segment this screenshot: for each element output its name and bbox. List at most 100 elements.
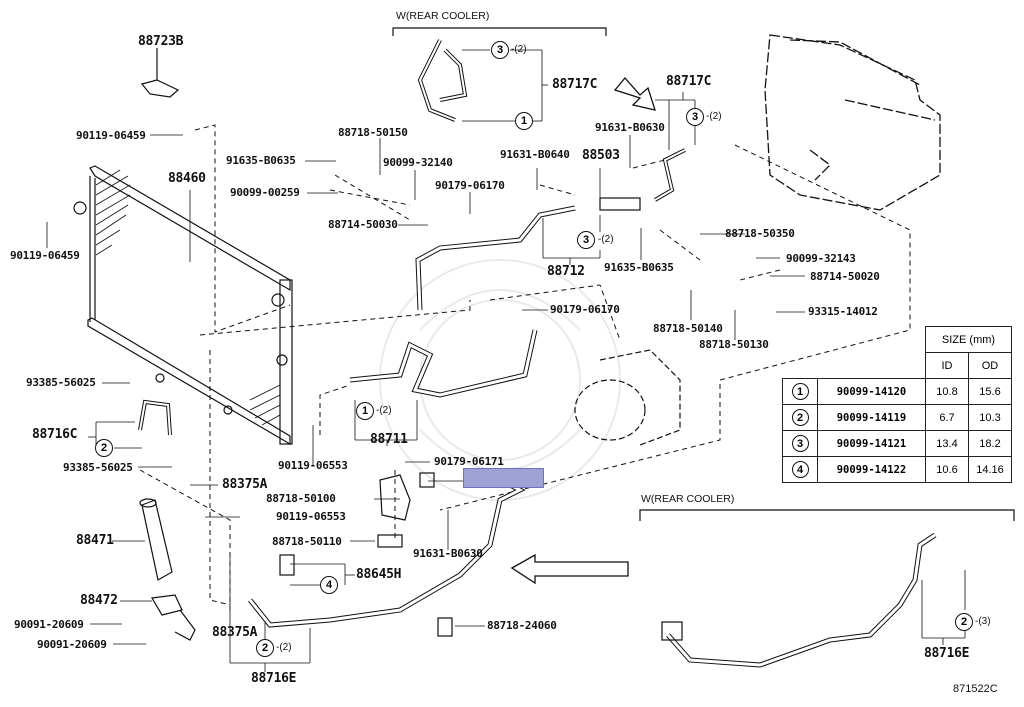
pipe-88711: [349, 329, 538, 398]
connector-highlighted: [419, 472, 435, 488]
callout-1-88711: 1: [356, 402, 374, 420]
bracket-88718-50100: [379, 474, 411, 521]
row-id: 10.8: [925, 378, 969, 405]
part-label-88503[interactable]: 88503: [582, 148, 620, 163]
part-label-88714-50030[interactable]: 88714-50030: [328, 218, 398, 231]
clamp-88718-24060: [437, 617, 453, 637]
part-label-88375A[interactable]: 88375A: [222, 477, 268, 492]
row-od: 10.3: [968, 404, 1012, 431]
direction-arrows: [510, 77, 656, 585]
row-part[interactable]: 90099-14122: [817, 456, 926, 483]
part-label-88718-50110[interactable]: 88718-50110: [272, 535, 342, 548]
part-label-91631-B0630-b[interactable]: 91631-B0630: [413, 547, 483, 560]
table-row: 4 90099-14122 10.6 14.16: [782, 456, 1012, 483]
part-label-90091-20609-b[interactable]: 90091-20609: [37, 638, 107, 651]
highlighted-part-marker[interactable]: [463, 468, 544, 488]
callout-2-88716E: 2: [256, 639, 274, 657]
part-label-88717C[interactable]: 88717C: [666, 74, 712, 89]
row-part[interactable]: 90099-14121: [817, 430, 926, 457]
part-label-93385-56025[interactable]: 93385-56025: [26, 376, 96, 389]
col-id-header: ID: [925, 352, 969, 379]
receiver-88471: [139, 498, 173, 581]
callout-2-88716E-rear: 2: [955, 613, 973, 631]
part-label-90179-06170-b[interactable]: 90179-06170: [550, 303, 620, 316]
part-label-88718-50100[interactable]: 88718-50100: [266, 492, 336, 505]
size-header: SIZE (mm): [925, 326, 1012, 353]
part-label-88716E[interactable]: 88716E: [251, 671, 297, 686]
callout-qty: -(2): [511, 44, 527, 55]
part-label-88375A-b[interactable]: 88375A: [212, 625, 258, 640]
part-label-90179-06171[interactable]: 90179-06171: [434, 455, 504, 468]
o-ring-size-table: SIZE (mm) ID OD 1 90099-14120 10.8 15.6 …: [782, 326, 1012, 483]
callout-3-88717C-rear: 3: [491, 41, 509, 59]
part-label-90099-00259[interactable]: 90099-00259: [230, 186, 300, 199]
callout-qty: -(2): [376, 405, 392, 416]
part-label-90099-32140[interactable]: 90099-32140: [383, 156, 453, 169]
part-label-88714-50020[interactable]: 88714-50020: [810, 270, 880, 283]
hose-88503: [599, 197, 641, 211]
callout-3-88712: 3: [577, 231, 595, 249]
part-label-91635-B0635[interactable]: 91635-B0635: [226, 154, 296, 167]
callout-qty: -(3): [975, 616, 991, 627]
bracket-rear-cooler-top: [392, 27, 607, 36]
part-label-88716C[interactable]: 88716C: [32, 427, 78, 442]
part-label-88718-50350[interactable]: 88718-50350: [725, 227, 795, 240]
callout-qty: -(2): [276, 642, 292, 653]
row-number: 1: [791, 383, 809, 400]
part-label-88471[interactable]: 88471: [76, 533, 114, 548]
row-od: 15.6: [968, 378, 1012, 405]
valve-rear: [661, 621, 683, 641]
part-label-91631-B0640[interactable]: 91631-B0640: [500, 148, 570, 161]
dashed-guides: [139, 124, 911, 610]
row-number: 4: [791, 461, 809, 478]
part-label-93385-56025-b[interactable]: 93385-56025: [63, 461, 133, 474]
pad-88723B: [140, 48, 180, 98]
callout-4-88645H: 4: [320, 576, 338, 594]
row-number: 3: [791, 435, 809, 452]
callout-qty: -(2): [598, 234, 614, 245]
row-part[interactable]: 90099-14120: [817, 378, 926, 405]
row-id: 13.4: [925, 430, 969, 457]
part-label-90119-06553-b[interactable]: 90119-06553: [276, 510, 346, 523]
part-label-90179-06170[interactable]: 90179-06170: [435, 179, 505, 192]
part-label-88718-50130[interactable]: 88718-50130: [699, 338, 769, 351]
compressor: [574, 349, 681, 446]
callout-2-88716C: 2: [95, 439, 113, 457]
hose-88712: [415, 205, 576, 311]
leader-lines: [46, 49, 966, 672]
bracket-rear-cooler-bottom: [639, 509, 1015, 521]
row-part[interactable]: 90099-14119: [817, 404, 926, 431]
part-label-88717C-rear[interactable]: 88717C: [552, 77, 598, 92]
part-label-91635-B0635-b[interactable]: 91635-B0635: [604, 261, 674, 274]
part-label-88716E-rear[interactable]: 88716E: [924, 646, 970, 661]
part-label-93315-14012[interactable]: 93315-14012: [808, 305, 878, 318]
part-label-88718-50150[interactable]: 88718-50150: [338, 126, 408, 139]
heater-unit: [764, 34, 941, 211]
part-label-90099-32143[interactable]: 90099-32143: [786, 252, 856, 265]
pipe-88717C-rear: [417, 39, 468, 122]
row-id: 6.7: [925, 404, 969, 431]
part-label-88718-24060[interactable]: 88718-24060: [487, 619, 557, 632]
part-label-88711[interactable]: 88711: [370, 432, 408, 447]
part-label-88723B[interactable]: 88723B: [138, 34, 184, 49]
part-label-88712[interactable]: 88712: [547, 264, 585, 279]
hose-88716E-rear: [666, 532, 937, 668]
row-number: 2: [791, 409, 809, 426]
figure-code: 871522C: [953, 683, 998, 695]
part-label-88718-50140[interactable]: 88718-50140: [653, 322, 723, 335]
col-od-header: OD: [968, 352, 1012, 379]
part-label-91631-B0630[interactable]: 91631-B0630: [595, 121, 665, 134]
clamp-88718-50110: [377, 534, 403, 548]
part-label-88645H[interactable]: 88645H: [356, 567, 402, 582]
callout-qty: -(2): [706, 111, 722, 122]
part-label-90119-06459[interactable]: 90119-06459: [76, 129, 146, 142]
part-label-88460[interactable]: 88460: [168, 171, 206, 186]
condenser-88460: [73, 165, 293, 446]
part-label-90119-06459-b[interactable]: 90119-06459: [10, 249, 80, 262]
part-label-88472[interactable]: 88472: [80, 593, 118, 608]
part-label-90119-06553[interactable]: 90119-06553: [278, 459, 348, 472]
row-od: 14.16: [968, 456, 1012, 483]
part-label-90091-20609[interactable]: 90091-20609: [14, 618, 84, 631]
